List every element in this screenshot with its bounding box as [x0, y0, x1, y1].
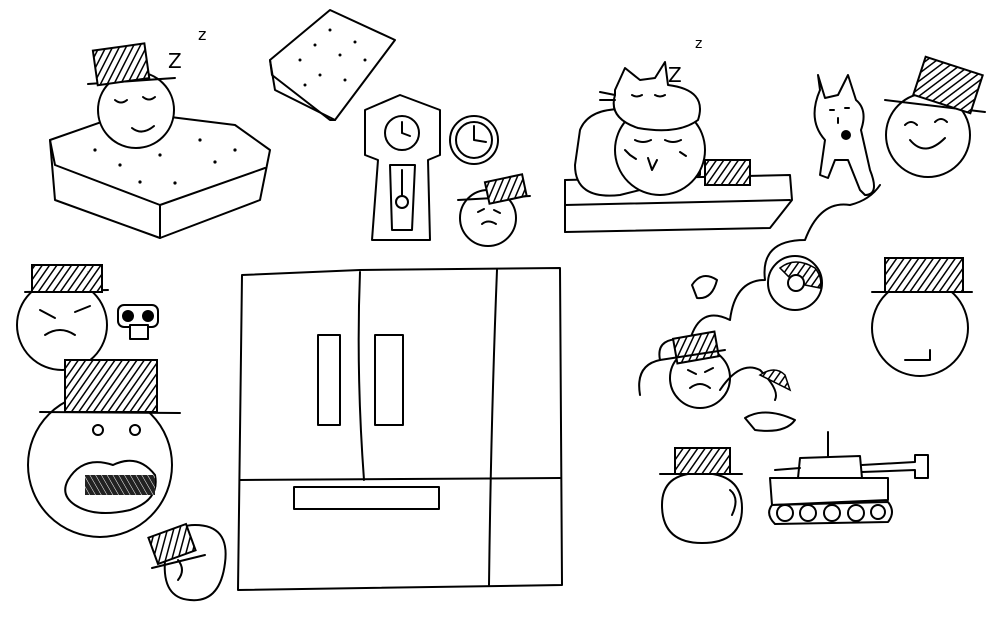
sleep-z-small: z	[198, 25, 206, 44]
puddle	[744, 411, 796, 432]
screaming-character	[27, 359, 181, 538]
tank-turret	[797, 455, 863, 479]
fridge-seams	[239, 269, 561, 586]
blank-face-character	[871, 257, 973, 377]
teeth	[85, 475, 155, 495]
tall-hat	[64, 359, 158, 413]
sleep-z-large: Z	[168, 49, 182, 73]
clock-body	[364, 94, 441, 241]
sleeping-character-on-mattress: Z z	[49, 25, 271, 239]
toy-tank	[768, 431, 929, 525]
cat-sleep-z-large: Z	[668, 63, 682, 87]
fallen-frowning-character	[659, 330, 796, 432]
held-ball	[841, 130, 851, 140]
mattress-edge	[49, 139, 266, 239]
floating-mattress	[269, 9, 396, 121]
frowning-small-character	[457, 173, 531, 247]
mattress-side	[269, 59, 336, 121]
binoculars	[117, 304, 159, 340]
pendulum-case	[389, 164, 416, 231]
cat-and-happy-character	[813, 55, 986, 196]
dust-cloud	[638, 184, 881, 396]
tank-barrel	[861, 454, 929, 479]
tank-hull	[769, 477, 889, 506]
sleeping-face	[114, 96, 156, 133]
right-door-handle	[374, 334, 404, 426]
small-character-back	[147, 522, 227, 602]
pendulum-weight	[395, 195, 409, 209]
fridge-body	[237, 267, 563, 591]
flying-debris	[691, 275, 718, 300]
tilted-hat	[912, 55, 984, 115]
tumbling-ball	[767, 255, 823, 311]
clock-hands	[401, 121, 411, 137]
mattress-top	[269, 9, 396, 121]
angry-character-with-binoculars	[16, 264, 159, 371]
profile-character	[659, 447, 743, 544]
grandfather-clock	[364, 94, 441, 241]
cat-on-character: Z z	[564, 36, 793, 233]
dropped-hat	[704, 159, 751, 186]
refrigerator	[237, 267, 563, 591]
cat-sleep-z-small: z	[695, 36, 702, 52]
left-door-handle	[317, 334, 341, 426]
mattress-dots	[93, 138, 237, 185]
dust-cloud-scene	[638, 184, 881, 432]
top-hat	[91, 42, 151, 87]
drawer-handle	[293, 486, 440, 510]
wall-clock	[449, 115, 499, 165]
